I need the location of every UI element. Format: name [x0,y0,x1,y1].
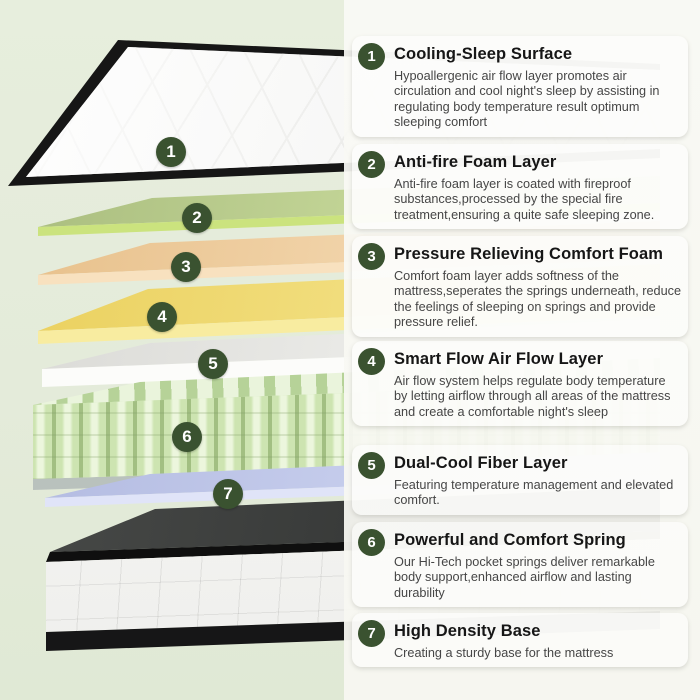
feature-item-6: 6 Powerful and Comfort Spring Our Hi-Tec… [352,522,688,608]
feature-title: Pressure Relieving Comfort Foam [394,245,664,263]
feature-description: Air flow system helps regulate body temp… [394,374,671,419]
feature-title: Cooling-Sleep Surface [394,45,573,63]
feature-item-7: 7 High Density Base Creating a sturdy ba… [352,613,688,668]
feature-description: Featuring temperature management and ele… [394,478,674,508]
layer-number-badge-5: 5 [198,349,228,379]
feature-number-badge: 2 [358,151,385,178]
feature-text: Anti-fire Foam Layer Anti-fire foam laye… [394,150,682,223]
feature-description: Hypoallergenic air flow layer promotes a… [394,69,660,130]
feature-description: Creating a sturdy base for the mattress [394,646,614,660]
feature-number-badge: 1 [358,43,385,70]
layer-number-badge-4: 4 [147,302,177,332]
feature-title: Anti-fire Foam Layer [394,153,557,171]
layer-number-badge-3: 3 [171,252,201,282]
feature-description: Our Hi-Tech pocket springs deliver remar… [394,555,655,600]
feature-title: Dual-Cool Fiber Layer [394,454,568,472]
layer-number-badge-7: 7 [213,479,243,509]
layer-number-badge-2: 2 [182,203,212,233]
feature-text: Smart Flow Air Flow Layer Air flow syste… [394,347,682,420]
feature-item-5: 5 Dual-Cool Fiber Layer Featuring temper… [352,445,688,515]
feature-number-badge: 6 [358,529,385,556]
feature-item-4: 4 Smart Flow Air Flow Layer Air flow sys… [352,341,688,427]
feature-title: Powerful and Comfort Spring [394,531,626,549]
feature-text: Cooling-Sleep Surface Hypoallergenic air… [394,42,682,131]
feature-number-badge: 5 [358,452,385,479]
layer-number-badge-1: 1 [156,137,186,167]
feature-text: Powerful and Comfort Spring Our Hi-Tech … [394,528,682,601]
feature-number-badge: 3 [358,243,385,270]
feature-text: Pressure Relieving Comfort Foam Comfort … [394,242,682,331]
features-panel: 1 Cooling-Sleep Surface Hypoallergenic a… [344,0,700,700]
feature-item-2: 2 Anti-fire Foam Layer Anti-fire foam la… [352,144,688,230]
feature-item-1: 1 Cooling-Sleep Surface Hypoallergenic a… [352,36,688,137]
feature-item-3: 3 Pressure Relieving Comfort Foam Comfor… [352,236,688,337]
feature-description: Anti-fire foam layer is coated with fire… [394,177,655,222]
feature-text: High Density Base Creating a sturdy base… [394,619,682,661]
feature-title: High Density Base [394,622,541,640]
feature-title: Smart Flow Air Flow Layer [394,350,604,368]
feature-number-badge: 7 [358,620,385,647]
feature-number-badge: 4 [358,348,385,375]
layer-number-badge-6: 6 [172,422,202,452]
feature-description: Comfort foam layer adds softness of the … [394,269,682,330]
feature-text: Dual-Cool Fiber Layer Featuring temperat… [394,451,682,509]
